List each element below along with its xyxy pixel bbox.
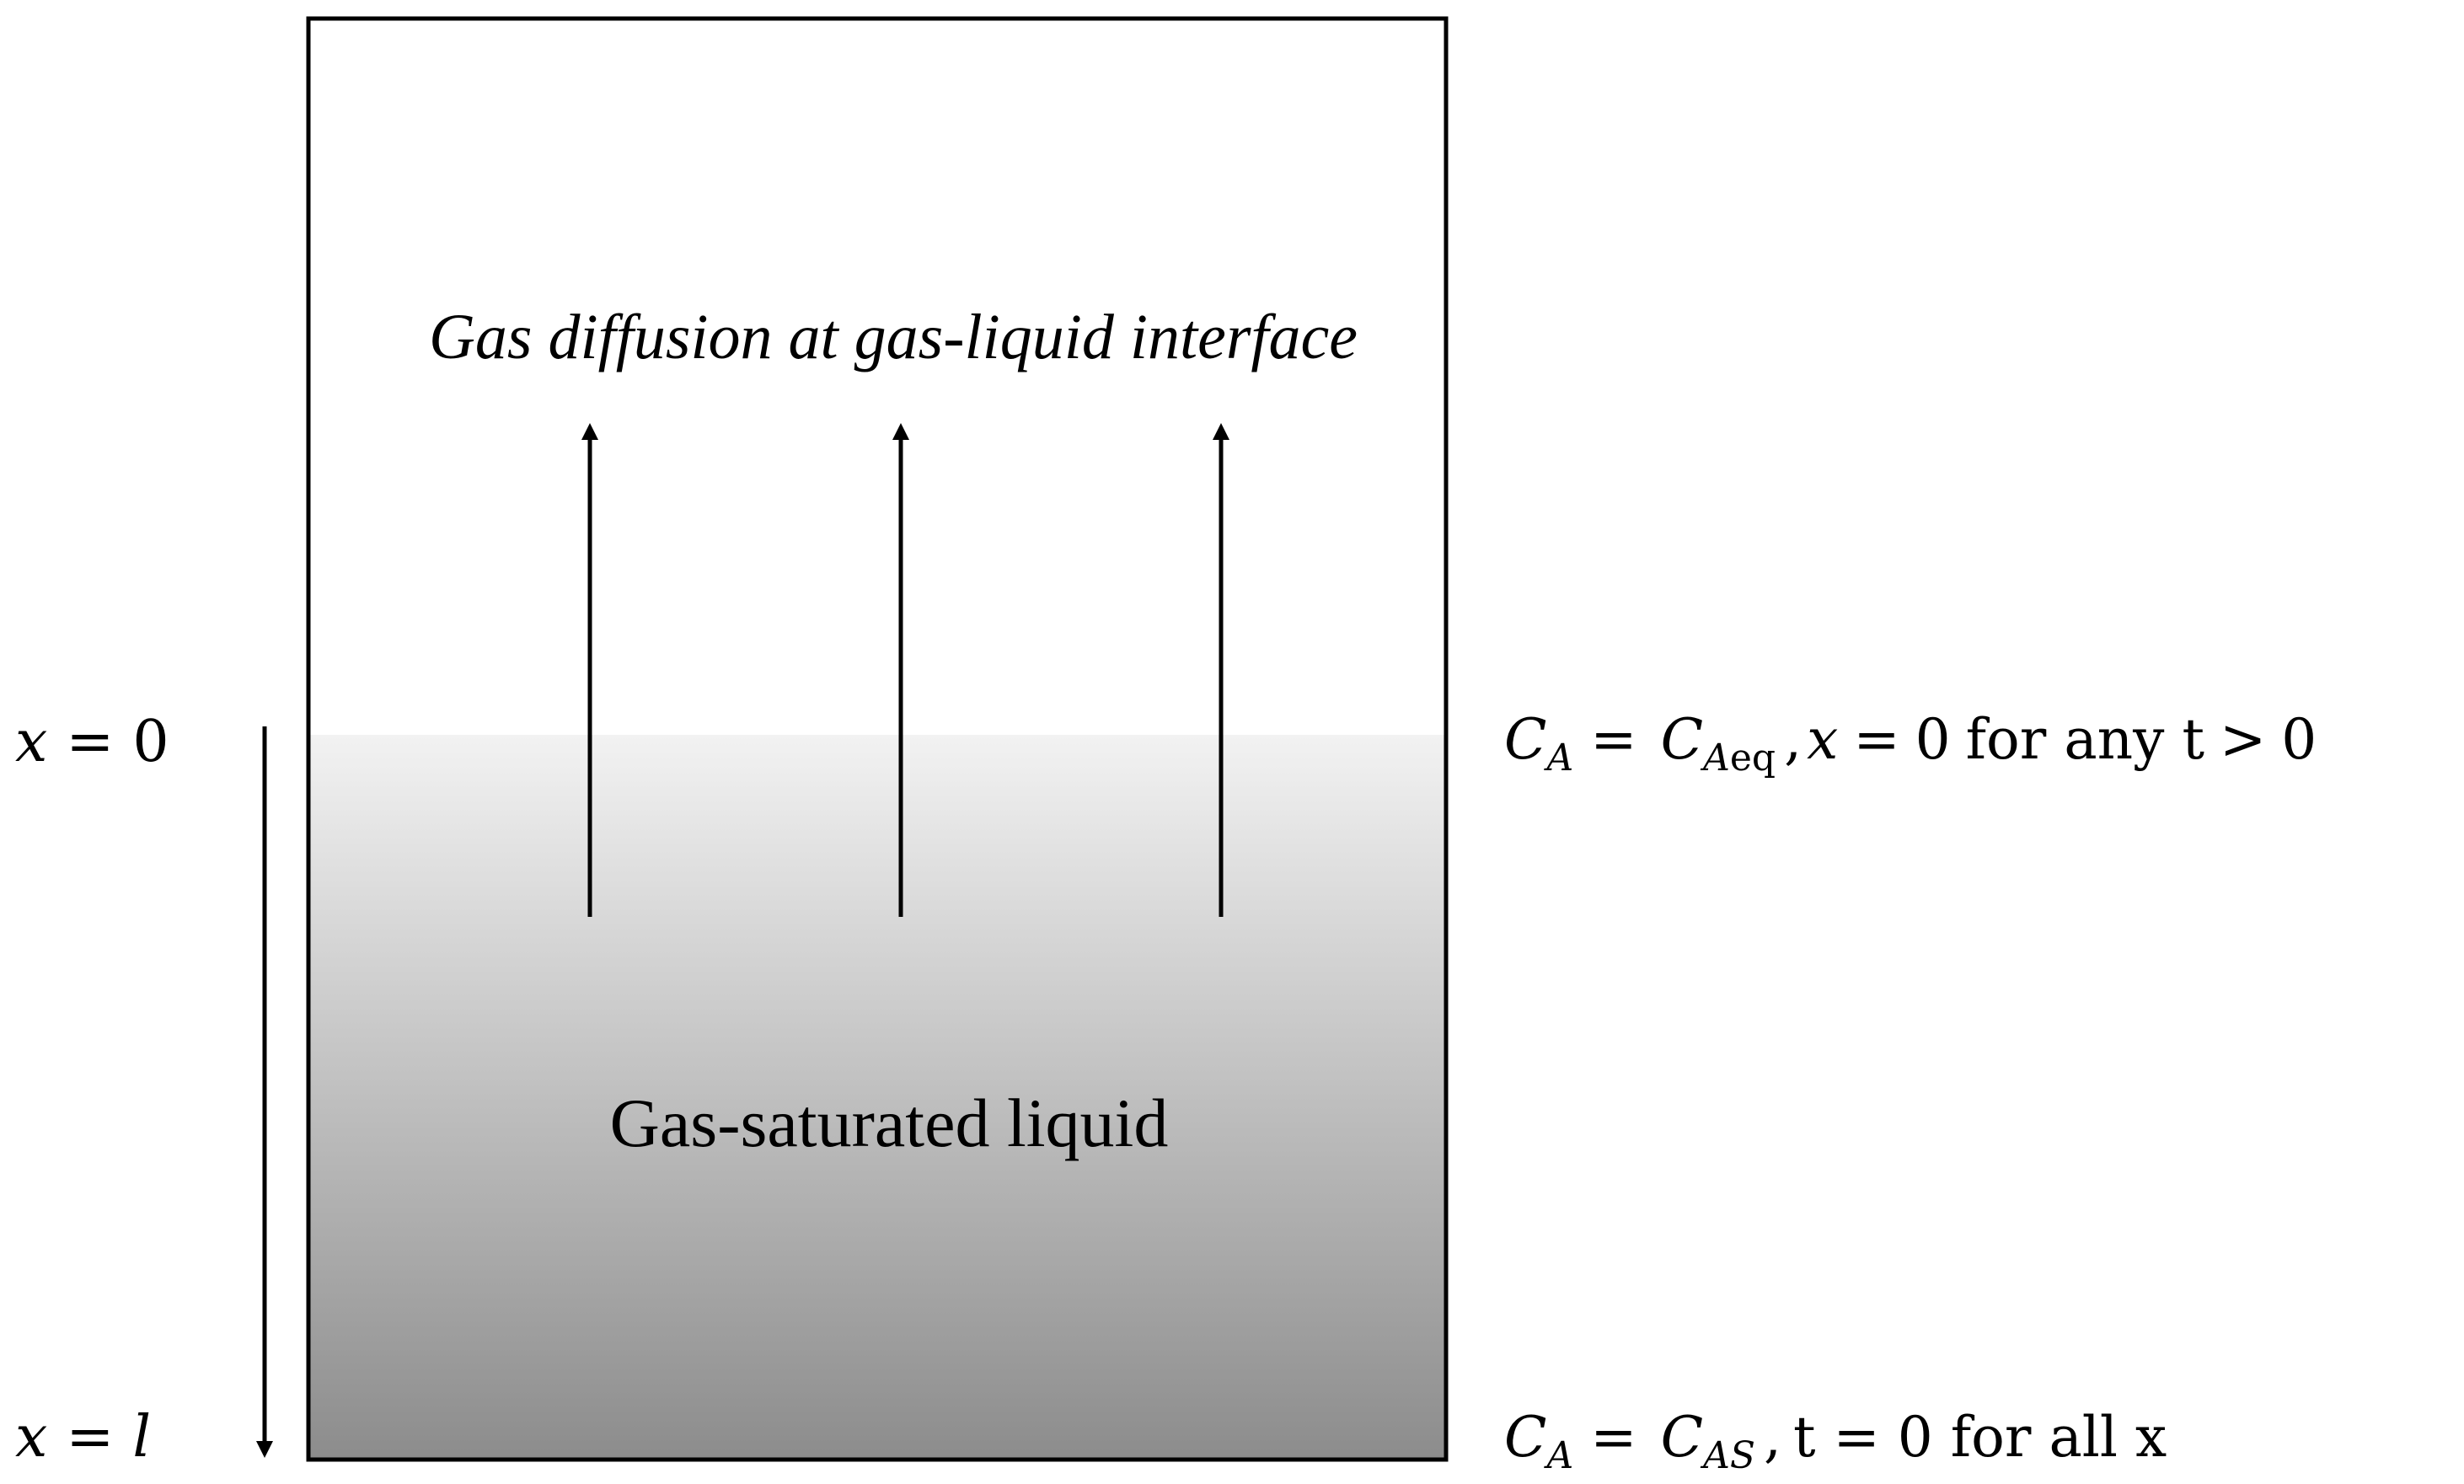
ic-sub-as: AS [1700,1434,1755,1477]
x-zero-label: x = 0 [15,709,169,775]
x-zero-eq: = [66,709,114,775]
bc-x: x [1807,707,1838,772]
x-l-eq: = [66,1404,114,1471]
ic-comma: , [1764,1405,1781,1470]
bc-sub-aeq-a: A [1700,737,1730,780]
bc-sub-eq: eq [1730,737,1776,780]
bc-eq: = [1590,707,1636,772]
bc-eq2: = [1853,707,1899,772]
x-l-label: x = l [15,1404,151,1471]
ic-eq: = [1590,1405,1636,1470]
x-l-val: l [132,1404,151,1471]
bc-c2: C [1661,707,1704,772]
initial-condition: CA=CAS,t = 0 for all x [1504,1405,2167,1477]
bc-gt: > [2220,707,2266,772]
liquid-label: Gas-saturated liquid [610,1085,1169,1161]
ic-tail: t = 0 for all x [1793,1405,2167,1470]
ic-c: C [1504,1405,1547,1470]
container-outline [306,16,1449,1462]
ic-sub-a: A [1544,1434,1574,1477]
x-l-var: x [15,1404,47,1471]
gas-saturated-liquid-region [308,735,1446,1460]
bc-tzero: 0 [2281,707,2317,772]
ic-c2: C [1661,1405,1704,1470]
bc-c: C [1504,707,1547,772]
x-zero-val: 0 [132,709,169,775]
bc-comma: , [1784,707,1802,772]
bc-zero: 0 [1915,707,1951,772]
bc-tail: for any t [1966,707,2204,772]
bc-sub-a: A [1544,737,1574,780]
x-zero-var: x [15,709,47,775]
top-label: Gas diffusion at gas-liquid interface [429,302,1358,372]
